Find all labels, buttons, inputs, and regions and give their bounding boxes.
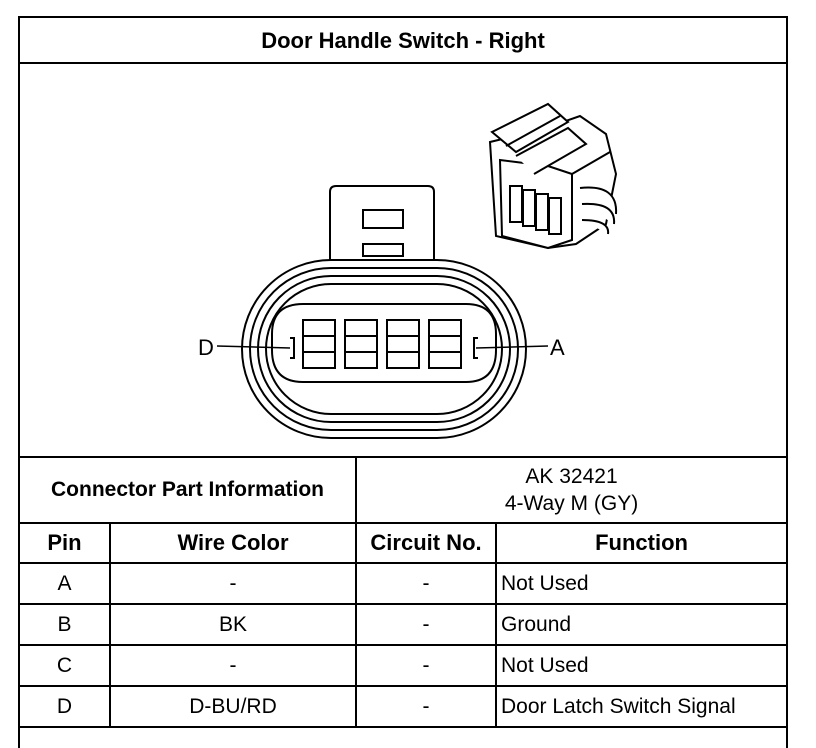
function-cell: Door Latch Switch Signal	[495, 685, 787, 728]
pin-cavity-a	[428, 319, 462, 369]
column-header-circuit: Circuit No.	[355, 522, 498, 564]
page-title: Door Handle Switch - Right	[20, 18, 786, 64]
pin-cavity-b	[386, 319, 420, 369]
pin-cavity-d	[302, 319, 336, 369]
connector-description: 4-Way M (GY)	[504, 492, 639, 515]
callout-d-label: D	[198, 335, 214, 360]
table-row: A - - Not Used	[20, 562, 787, 605]
connector-info-value: AK 32421 4-Way M (GY)	[355, 458, 787, 524]
pin-cavity-c	[344, 319, 378, 369]
wire-color-cell: -	[108, 644, 358, 687]
connector-info-label: Connector Part Information	[20, 458, 358, 524]
connector-diagram: D A	[20, 64, 786, 458]
pin-cell: B	[20, 603, 111, 646]
column-header-function: Function	[495, 522, 787, 564]
connector-drawing: D A	[198, 102, 618, 439]
wire-color-cell: BK	[108, 603, 358, 646]
table-header-row: Pin Wire Color Circuit No. Function	[20, 522, 787, 564]
connector-sheet: Door Handle Switch - Right	[18, 16, 788, 748]
pin-cell: A	[20, 562, 111, 605]
pinout-table: Connector Part Information AK 32421 4-Wa…	[20, 458, 787, 728]
connector-isometric-view	[488, 102, 618, 250]
column-header-pin: Pin	[20, 522, 111, 564]
function-cell: Not Used	[495, 644, 787, 687]
table-row: B BK - Ground	[20, 603, 787, 646]
circuit-cell: -	[355, 644, 498, 687]
wire-color-cell: D-BU/RD	[108, 685, 358, 728]
circuit-cell: -	[355, 603, 498, 646]
pin-cell: D	[20, 685, 111, 728]
column-header-wire-color: Wire Color	[108, 522, 358, 564]
circuit-cell: -	[355, 562, 498, 605]
table-row: D D-BU/RD - Door Latch Switch Signal	[20, 685, 787, 728]
function-cell: Not Used	[495, 562, 787, 605]
connector-part-number: AK 32421	[525, 465, 618, 488]
function-cell: Ground	[495, 603, 787, 646]
circuit-cell: -	[355, 685, 498, 728]
table-row: C - - Not Used	[20, 644, 787, 687]
pin-cell: C	[20, 644, 111, 687]
wire-color-cell: -	[108, 562, 358, 605]
callout-a-label: A	[550, 335, 565, 360]
connector-info-row: Connector Part Information AK 32421 4-Wa…	[20, 458, 787, 524]
